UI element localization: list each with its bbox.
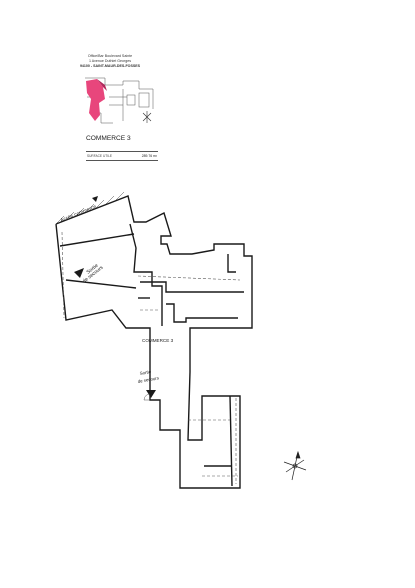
floor-plan-outline <box>55 195 253 489</box>
room-label: COMMERCE 3 <box>142 338 174 343</box>
wall-interior-core <box>129 223 163 326</box>
header-block: Office/Bar Boulevard Sainte 1 Avenue Dut… <box>60 48 160 160</box>
key-plan-block-1 <box>126 94 136 106</box>
hatch-2 <box>65 211 75 221</box>
wall-stub-2 <box>227 254 236 273</box>
unit-title: COMMERCE 3 <box>86 135 131 142</box>
wall-corridor-bottom <box>166 303 238 323</box>
hatch-4 <box>85 203 95 213</box>
access-arrow-icon <box>92 196 98 202</box>
compass-center <box>292 463 298 469</box>
wall-interior-top <box>59 233 135 247</box>
door-swing-arc <box>143 393 151 401</box>
key-plan-block-2 <box>138 92 150 108</box>
exit-label-bottom-line2: de secours <box>137 375 160 384</box>
address-line-2: 1 Avenue Duthiet Georges <box>88 59 132 63</box>
dashed-line-left <box>61 231 65 319</box>
hatch-3 <box>75 207 85 217</box>
wall-exit-corridor <box>65 279 137 289</box>
surface-label: SURFACE UTILE <box>87 153 112 158</box>
key-plan-highlight-shade <box>97 79 107 91</box>
hatch-5 <box>95 199 105 209</box>
dashed-line-corridor <box>137 275 241 281</box>
exit-label-bottom-line1: Sortie <box>139 369 152 376</box>
exit-arrow-bottom-icon <box>146 390 156 398</box>
hatch-6 <box>105 195 115 205</box>
surface-row: SURFACE UTILE 289.76 m² <box>86 151 158 161</box>
exit-arrow-top-icon <box>74 268 84 278</box>
surface-value: 289.76 m² <box>141 153 157 158</box>
wall-right-inner <box>229 395 233 487</box>
compass-line-3 <box>285 459 305 473</box>
key-plan-thumbnail <box>85 77 154 124</box>
address-line-1: Office/Bar Boulevard Sainte <box>87 54 133 58</box>
hatch-1 <box>55 215 65 225</box>
hatch-7 <box>115 191 125 201</box>
access-label: Accès commerce <box>60 204 98 224</box>
address-line-3: 94100 - SAINT-MAUR-DES-FOSSES <box>79 64 141 68</box>
compass-north-icon <box>295 450 301 459</box>
key-plan-highlight <box>86 79 105 121</box>
key-plan-outline-top <box>85 77 154 109</box>
wall-corridor-top <box>140 281 244 293</box>
